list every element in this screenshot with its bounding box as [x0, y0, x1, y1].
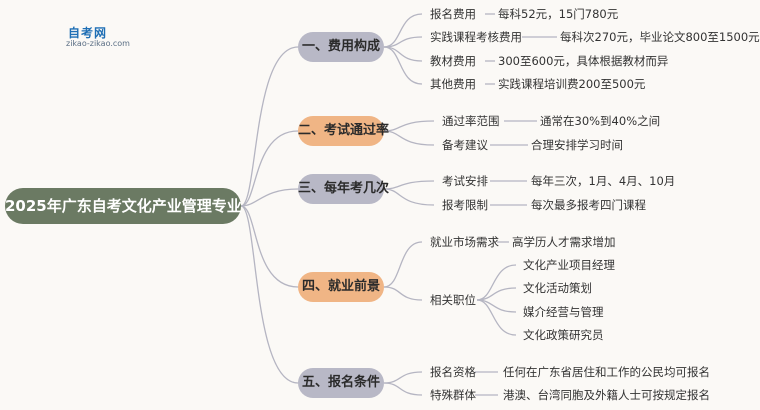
leaf-label-exam-schedule: 考试安排 [442, 174, 488, 188]
leaf-value-position-4: 文化政策研究员 [523, 328, 604, 342]
leaf-label-job-market-demand: 就业市场需求 [430, 235, 499, 249]
leaf-value-special-groups: 港澳、台湾同胞及外籍人士可按规定报名 [503, 388, 710, 402]
leaf-value-exam-schedule: 每年三次，1月、4月、10月 [531, 174, 676, 188]
branch-exams-per-year: 三、每年考几次 [298, 174, 389, 204]
root-node: 2025年广东自考文化产业管理专业 [5, 188, 242, 224]
leaf-value-study-advice: 合理安排学习时间 [531, 138, 623, 152]
leaf-value-position-1: 文化产业项目经理 [523, 258, 615, 272]
branch-pass-rate: 二、考试通过率 [298, 116, 389, 146]
leaf-value-textbook-fee: 300至600元，具体根据教材而异 [498, 54, 669, 68]
branch-career-prospects: 四、就业前景 [298, 272, 384, 302]
leaf-value-registration-fee: 每科52元，15门780元 [498, 7, 619, 21]
branch-registration-conditions: 五、报名条件 [298, 368, 384, 398]
leaf-label-related-positions: 相关职位 [430, 293, 476, 307]
leaf-value-registration-limit: 每次最多报考四门课程 [531, 198, 646, 212]
leaf-label-registration-fee: 报名费用 [430, 7, 476, 21]
leaf-label-pass-rate-range: 通过率范围 [442, 114, 500, 128]
leaf-value-eligibility: 任何在广东省居住和工作的公民均可报名 [503, 365, 710, 379]
leaf-label-practice-exam-fee: 实践课程考核费用 [430, 30, 522, 44]
branch-fee-composition: 一、费用构成 [298, 32, 384, 62]
leaf-label-special-groups: 特殊群体 [430, 388, 476, 402]
leaf-label-study-advice: 备考建议 [442, 138, 488, 152]
graduation-cap-icon [28, 22, 64, 50]
leaf-value-other-fee: 实践课程培训费200至500元 [498, 77, 646, 91]
leaf-value-position-3: 媒介经营与管理 [523, 305, 604, 319]
leaf-value-pass-rate-range: 通常在30%到40%之间 [540, 114, 661, 128]
leaf-label-other-fee: 其他费用 [430, 77, 476, 91]
leaf-value-job-market-demand: 高学历人才需求增加 [512, 235, 616, 249]
leaf-label-eligibility: 报名资格 [430, 365, 476, 379]
leaf-label-registration-limit: 报考限制 [442, 198, 488, 212]
leaf-label-textbook-fee: 教材费用 [430, 54, 476, 68]
logo-subtitle: zikao-zikao.com [66, 39, 130, 48]
logo-title: 自考网 [68, 26, 108, 40]
leaf-value-practice-exam-fee: 每科次270元，毕业论文800至1500元 [560, 30, 760, 44]
site-logo[interactable]: 自考网 zikao-zikao.com [28, 22, 148, 50]
leaf-value-position-2: 文化活动策划 [523, 281, 592, 295]
